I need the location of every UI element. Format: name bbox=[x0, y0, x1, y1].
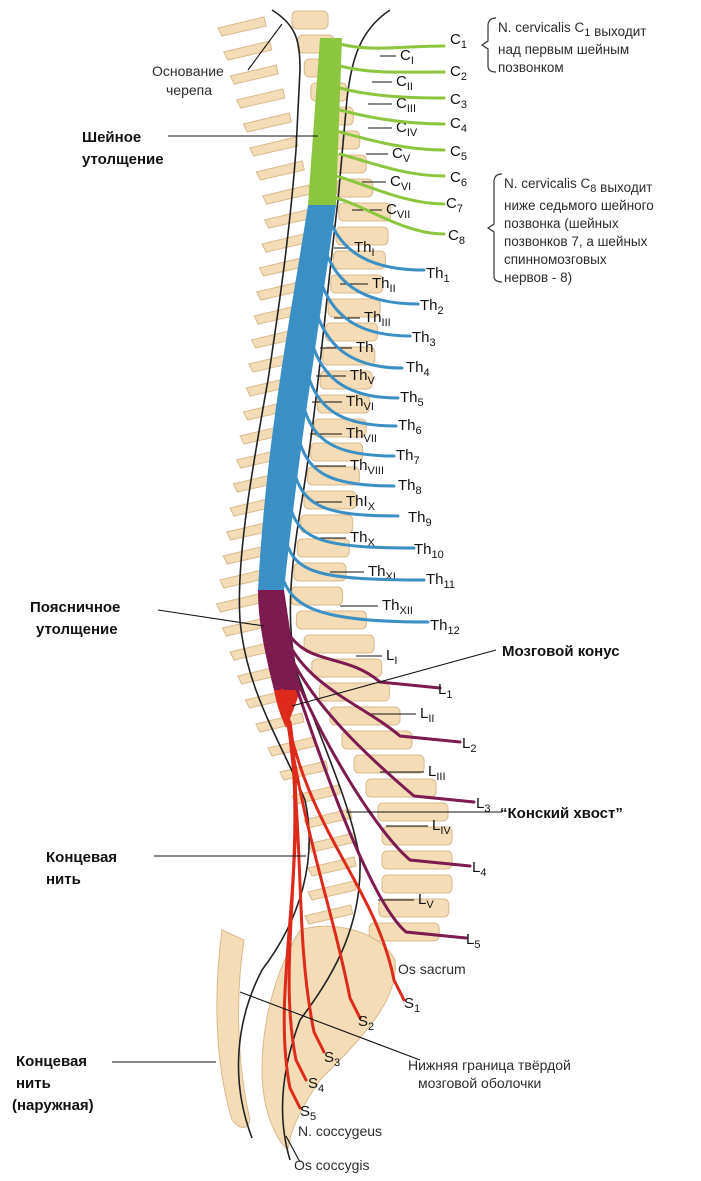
nerve-label: C1 bbox=[450, 31, 467, 51]
dura-line-1: Нижняя граница твёрдой bbox=[408, 1057, 571, 1073]
vertebral-body bbox=[292, 11, 328, 29]
spinous-process bbox=[230, 65, 278, 84]
nerve-label: Th5 bbox=[400, 389, 424, 409]
spinous-process bbox=[256, 713, 304, 732]
nerve-label: C7 bbox=[446, 195, 463, 215]
nerve-label: L1 bbox=[438, 681, 452, 701]
lumbar-enlargement-line-1: Поясничное bbox=[30, 599, 120, 616]
cauda-equina-label: “Конский хвост” bbox=[500, 805, 623, 822]
nerve-label: S1 bbox=[404, 995, 420, 1015]
spinous-process bbox=[263, 185, 311, 204]
nerve-root bbox=[340, 110, 444, 124]
vertebra-label: LI bbox=[386, 647, 397, 667]
sacral-crest bbox=[217, 930, 250, 1128]
cervical-enlargement-line-2: утолщение bbox=[82, 151, 164, 168]
filum-ext-line-1: Концевая bbox=[16, 1053, 87, 1070]
n-coccygeus-label: N. coccygeus bbox=[298, 1123, 382, 1139]
filum-line-2: нить bbox=[46, 871, 81, 888]
vertebra-label: Th bbox=[356, 339, 374, 356]
nerve-label: Th10 bbox=[414, 541, 444, 561]
filum-ext-line-3: (наружная) bbox=[12, 1097, 94, 1114]
vertebra-label: CVI bbox=[390, 173, 411, 193]
spinous-process bbox=[308, 881, 356, 900]
nerve-label: C5 bbox=[450, 143, 467, 163]
os-coccygis-label: Os coccygis bbox=[294, 1157, 369, 1173]
nerve-root bbox=[340, 88, 444, 98]
spinous-process bbox=[243, 113, 291, 132]
nerve-label: L5 bbox=[466, 931, 480, 951]
skull-base-line-2: черепа bbox=[166, 82, 212, 98]
nerve-label: C8 bbox=[448, 227, 465, 247]
spinous-process bbox=[250, 137, 298, 156]
spinous-process bbox=[217, 593, 265, 612]
nerve-label: L2 bbox=[462, 735, 476, 755]
vertebral-body bbox=[366, 779, 436, 797]
nerve-label: Th3 bbox=[412, 329, 436, 349]
filum-terminale-label: Концевая нить bbox=[46, 849, 121, 888]
nerve-label: Th6 bbox=[398, 417, 422, 437]
filum-line-1: Концевая bbox=[46, 849, 117, 866]
cervical-enlargement-line-1: Шейное bbox=[82, 129, 141, 146]
spinous-process bbox=[224, 41, 272, 60]
skull-base-line-1: Основание bbox=[152, 63, 224, 79]
nerve-label: Th12 bbox=[430, 617, 460, 637]
nerve-root bbox=[340, 66, 444, 72]
nerve-label: C3 bbox=[450, 91, 467, 111]
vertebra-label: ThIX bbox=[346, 493, 376, 513]
nerve-label: Th8 bbox=[398, 477, 422, 497]
nerve-label: C4 bbox=[450, 115, 467, 135]
nerve-label: Th9 bbox=[408, 509, 432, 529]
brace bbox=[488, 174, 502, 282]
spinous-process bbox=[256, 161, 304, 180]
vertebra-label: ThVII bbox=[346, 425, 377, 445]
lumbar-enlargement-line-2: утолщение bbox=[36, 621, 118, 638]
vertebral-body bbox=[304, 635, 374, 653]
brace bbox=[482, 18, 496, 72]
spinous-process bbox=[237, 89, 285, 108]
nerve-label: S5 bbox=[300, 1103, 316, 1123]
spinous-process bbox=[218, 17, 266, 36]
vertebral-body bbox=[382, 875, 452, 893]
nerve-label: C2 bbox=[450, 63, 467, 83]
vertebral-body bbox=[319, 683, 389, 701]
vertebra-label: CII bbox=[396, 73, 413, 93]
os-sacrum-label: Os sacrum bbox=[398, 961, 466, 977]
dura-label: Нижняя граница твёрдой мозговой оболочки bbox=[408, 1057, 575, 1091]
filum-external-label: Концевая нить (наружная) bbox=[12, 1053, 94, 1114]
cervical-enlargement-label: Шейное утолщение bbox=[82, 129, 164, 168]
nerve-label: C6 bbox=[450, 169, 467, 189]
leader-lumbar-enlargement bbox=[158, 610, 264, 626]
nerve-label: L4 bbox=[472, 859, 486, 879]
vertebral-body bbox=[301, 515, 353, 533]
skull-base-label: Основание черепа bbox=[152, 63, 228, 98]
nerve-label: Th7 bbox=[396, 447, 420, 467]
conus-label: Мозговой конус bbox=[502, 643, 620, 660]
nerve-label: Th11 bbox=[426, 571, 455, 591]
dura-line-2: мозговой оболочки bbox=[418, 1075, 541, 1091]
nerve-root bbox=[340, 44, 444, 48]
nerve-label: Th1 bbox=[426, 265, 450, 285]
filum-ext-line-2: нить bbox=[16, 1075, 51, 1092]
vertebral-body bbox=[354, 755, 424, 773]
nerve-label: Th4 bbox=[406, 359, 430, 379]
vertebra-label: LII bbox=[420, 705, 434, 725]
vertebra-label: CI bbox=[400, 47, 414, 67]
vertebra-label: ThXII bbox=[382, 597, 413, 617]
lumbar-enlargement-label: Поясничное утолщение bbox=[30, 599, 125, 638]
nerve-label: Th2 bbox=[420, 297, 444, 317]
